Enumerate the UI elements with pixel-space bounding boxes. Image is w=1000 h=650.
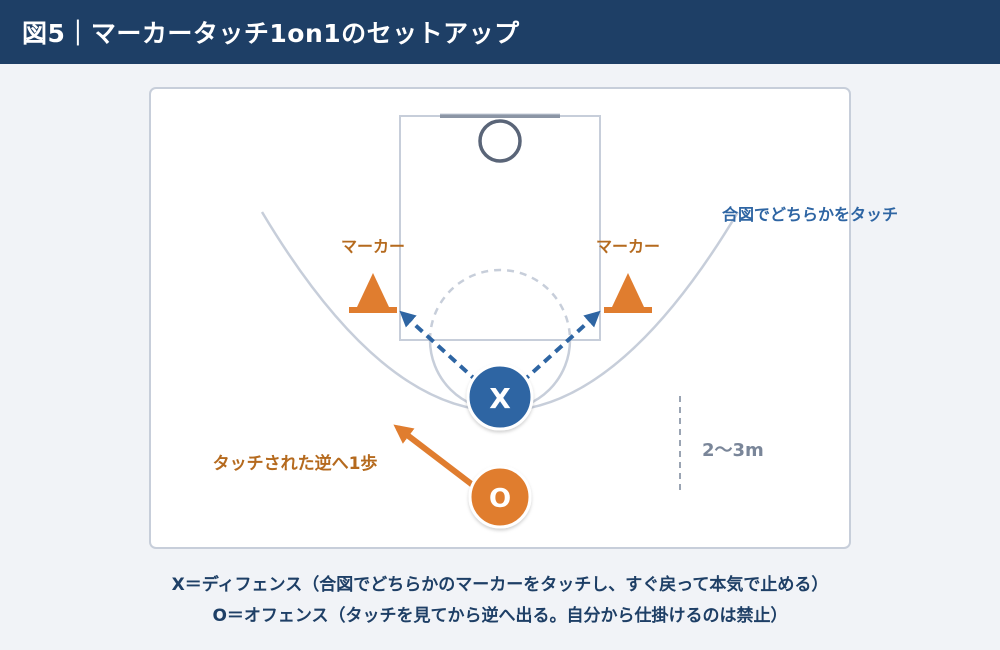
marker-cone-left (349, 273, 397, 313)
step-opposite-label: タッチされた逆へ1歩 (213, 453, 378, 474)
marker-label-right: マーカー (596, 237, 660, 256)
caption-offense: O＝オフェンス（タッチを見てから逆へ出る。自分から仕掛けるのは禁止） (212, 606, 788, 626)
offense-letter: O (489, 484, 511, 514)
touch-arrow-right (520, 310, 601, 384)
step-arrow (393, 424, 476, 489)
page-title: 図5｜マーカータッチ1on1のセットアップ (22, 19, 520, 48)
basket-rim (478, 119, 522, 163)
header-bar: 図5｜マーカータッチ1on1のセットアップ (0, 0, 1000, 64)
caption-defense: X＝ディフェンス（合図でどちらかのマーカーをタッチし、すぐ戻って本気で止める） (171, 575, 829, 595)
free-throw-circle-top (428, 268, 572, 341)
defender-letter: X (489, 382, 511, 415)
court-boundary (149, 87, 851, 549)
marker-cone-right (604, 273, 652, 313)
marker-label-left: マーカー (341, 237, 405, 256)
offense-token: O (468, 465, 532, 529)
distance-label: 2〜3m (702, 440, 764, 461)
touch-arrow-left (399, 310, 480, 384)
touch-either-label: 合図でどちらかをタッチ (722, 205, 898, 224)
defender-token: X (466, 363, 534, 431)
